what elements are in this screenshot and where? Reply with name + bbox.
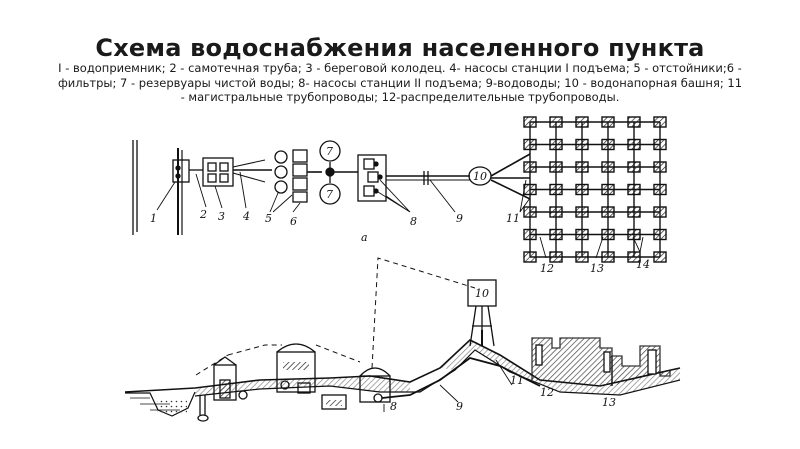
plan-label-3: 3: [218, 210, 225, 223]
city-block: [575, 228, 589, 241]
plan-marker: а: [361, 231, 368, 244]
plan-label-12: 12: [540, 262, 554, 275]
city-block: [627, 251, 641, 263]
plan-labels: 1 2 3 4 5 6 8 9 11 12 13 14 а 7 7 10: [150, 145, 650, 275]
filters: [292, 149, 308, 203]
water-intake: [172, 159, 190, 183]
city-block: [627, 116, 641, 128]
plan-label-13: 13: [590, 262, 604, 275]
city-block: [575, 161, 589, 173]
city-block: [601, 251, 615, 263]
reservoir-label-bottom: 7: [326, 188, 333, 201]
city-block: [523, 251, 537, 263]
city-block: [575, 206, 589, 218]
profile-view: [124, 257, 681, 422]
city-block: [523, 228, 537, 241]
intake-building: [213, 364, 237, 401]
clean-water-reservoir-bottom: [319, 183, 341, 205]
city-block: [627, 161, 641, 173]
city-block: [575, 183, 589, 196]
city-block: [627, 206, 641, 218]
profile-label-11: 11: [510, 374, 524, 387]
slide-caption: I - водоприемник; 2 - самотечная труба; …: [57, 61, 743, 105]
city-block: [575, 116, 589, 128]
plan-label-11: 11: [506, 212, 520, 225]
city-block: [653, 116, 667, 128]
city-block: [523, 116, 537, 128]
profile-label-8: 8: [390, 400, 397, 413]
plan-label-1: 1: [150, 212, 157, 225]
city-block: [549, 251, 563, 263]
river-source: [132, 140, 183, 235]
tower-label-plan: 10: [473, 170, 487, 183]
plan-label-8: 8: [410, 215, 417, 228]
shore-well: [202, 157, 234, 187]
tower-label-profile: 10: [475, 287, 489, 300]
city-block: [549, 161, 563, 173]
city-block: [653, 138, 667, 151]
city-block: [627, 183, 641, 196]
city-block: [523, 206, 537, 218]
city-block: [549, 228, 563, 241]
plan-label-14: 14: [636, 258, 650, 271]
conduit-profile: [381, 357, 541, 399]
city-block: [627, 228, 641, 241]
plan-label-9: 9: [456, 212, 463, 225]
city-block: [575, 251, 589, 263]
city-block: [627, 138, 641, 151]
pump-station-2: [357, 154, 387, 202]
city-block: [549, 183, 563, 196]
water-tower-legs: [469, 305, 495, 347]
plan-view: [132, 140, 644, 259]
city-block: [601, 183, 615, 196]
city-block: [601, 116, 615, 128]
city-block: [601, 138, 615, 151]
city-district-grid: [523, 116, 667, 263]
city-block: [653, 161, 667, 173]
pump-station-2-profile: [359, 375, 391, 403]
profile-labels: 8 9 11 12 13 10: [390, 287, 616, 413]
profile-label-12: 12: [540, 386, 554, 399]
city-block: [549, 206, 563, 218]
profile-label-13: 13: [602, 396, 616, 409]
settling-tank-profile: [276, 351, 316, 393]
city-block: [601, 161, 615, 173]
city-block: [653, 206, 667, 218]
plan-label-2: 2: [199, 208, 207, 221]
plan-label-6: 6: [290, 215, 297, 228]
city-block: [523, 183, 537, 196]
city-block: [653, 251, 667, 263]
clean-water-reservoir-top: [319, 140, 341, 162]
plan-label-4: 4: [242, 210, 250, 223]
city-block: [523, 161, 537, 173]
city-block: [601, 206, 615, 218]
city-buildings-profile: [531, 337, 671, 386]
city-block: [653, 228, 667, 241]
settling-tanks: [274, 150, 288, 194]
city-block: [601, 228, 615, 241]
city-block: [549, 138, 563, 151]
slide-title: Схема водоснабжения населенного пункта: [95, 34, 705, 62]
plan-label-5: 5: [265, 212, 272, 225]
profile-label-9: 9: [456, 400, 463, 413]
reservoir-label-top: 7: [326, 145, 333, 158]
city-block: [653, 183, 667, 196]
city-block: [575, 138, 589, 151]
city-block: [523, 138, 537, 151]
city-block: [549, 116, 563, 128]
